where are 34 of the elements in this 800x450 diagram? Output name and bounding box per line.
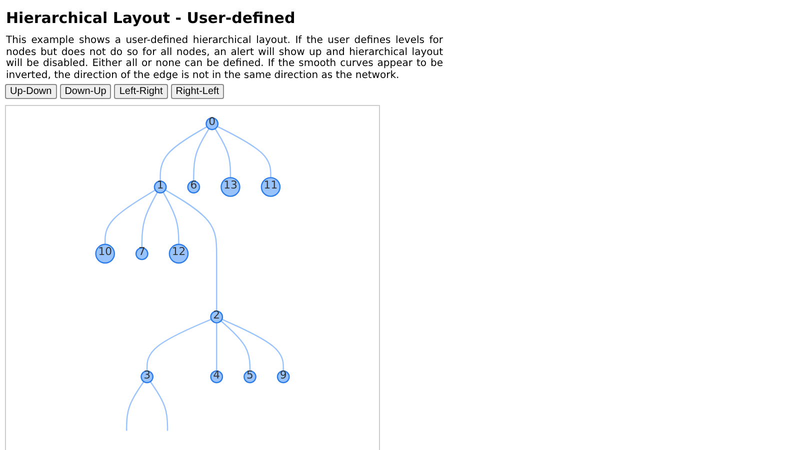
connector bbox=[104, 190, 156, 244]
connector bbox=[214, 128, 232, 178]
node-circle bbox=[244, 370, 256, 384]
node-circle bbox=[276, 370, 290, 384]
connector bbox=[162, 192, 180, 244]
connector bbox=[160, 126, 208, 182]
connector bbox=[216, 322, 218, 371]
connector bbox=[141, 192, 158, 248]
network-canvas: 0 1 6 13 11 10 7 12 2 3 4 5 9 bbox=[5, 105, 380, 450]
connector bbox=[150, 381, 168, 431]
node-circle bbox=[220, 177, 240, 197]
node-circle bbox=[140, 370, 154, 384]
connector bbox=[222, 318, 284, 371]
layout-direction-button: Up-Down bbox=[5, 84, 57, 99]
layout-direction-button: Right-Left bbox=[170, 84, 224, 99]
connector bbox=[146, 318, 212, 371]
connector bbox=[220, 320, 251, 371]
node-circle bbox=[135, 247, 148, 260]
node-circle bbox=[206, 117, 219, 130]
node-circle bbox=[95, 244, 115, 264]
node-circle bbox=[168, 244, 189, 264]
node-circle bbox=[187, 180, 200, 194]
connector bbox=[165, 189, 218, 312]
connector bbox=[126, 381, 144, 431]
node-circle bbox=[210, 370, 224, 384]
node-circle bbox=[260, 177, 281, 197]
layout-direction-button: Left-Right bbox=[114, 84, 168, 99]
connector bbox=[193, 128, 210, 182]
page-title: Hierarchical Layout - User-defined bbox=[6, 9, 296, 27]
node-circle bbox=[154, 180, 167, 194]
connector bbox=[217, 126, 272, 178]
description-paragraph: This example shows a user-defined hierarchical layout. If the user defines levels for nodes but does not do so for all nodes, an alert will show up and hierarchical layout will be disabled. Either all or none can be defined. If the smooth curves appear to be inverted, the direction of the edge is not in the same direction as the network. bbox=[6, 35, 443, 81]
layout-direction-button: Down-Up bbox=[60, 84, 112, 99]
node-circle bbox=[210, 310, 224, 324]
